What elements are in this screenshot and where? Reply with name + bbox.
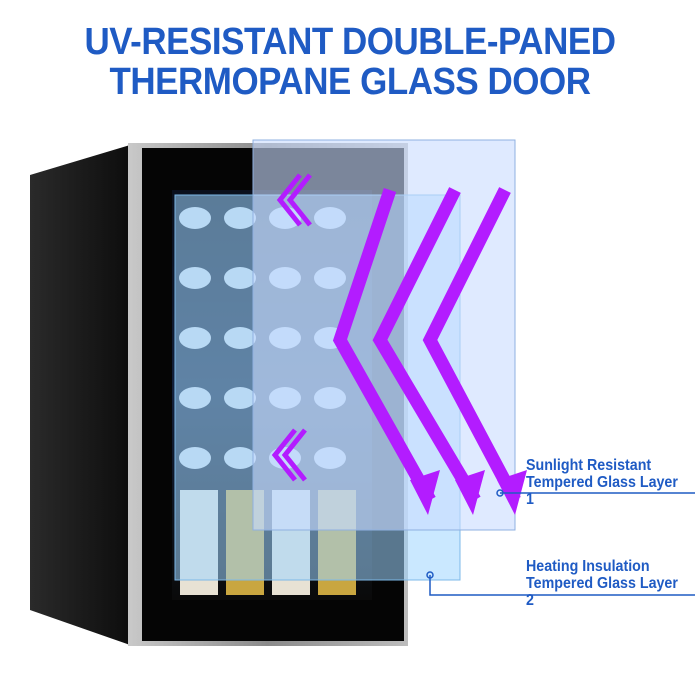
callout-layer-1: Sunlight Resistant Tempered Glass Layer … (526, 457, 686, 508)
callout-layer-1-line1: Sunlight Resistant (526, 457, 652, 474)
uv-arrows (271, 173, 521, 504)
callout-layer-2: Heating Insulation Tempered Glass Layer … (526, 558, 686, 609)
callout-dot-1 (496, 489, 504, 497)
callout-layer-2-line1: Heating Insulation (526, 558, 650, 575)
callout-layer-1-line2: Tempered Glass Layer 1 (526, 474, 678, 508)
headline-line-2: THERMOPANE GLASS DOOR (109, 61, 591, 103)
fridge-side-panel (30, 145, 130, 645)
callout-dot-2 (426, 571, 434, 579)
headline-line-1: UV-RESISTANT DOUBLE-PANED (84, 21, 616, 63)
callout-layer-2-line2: Tempered Glass Layer 2 (526, 575, 678, 609)
